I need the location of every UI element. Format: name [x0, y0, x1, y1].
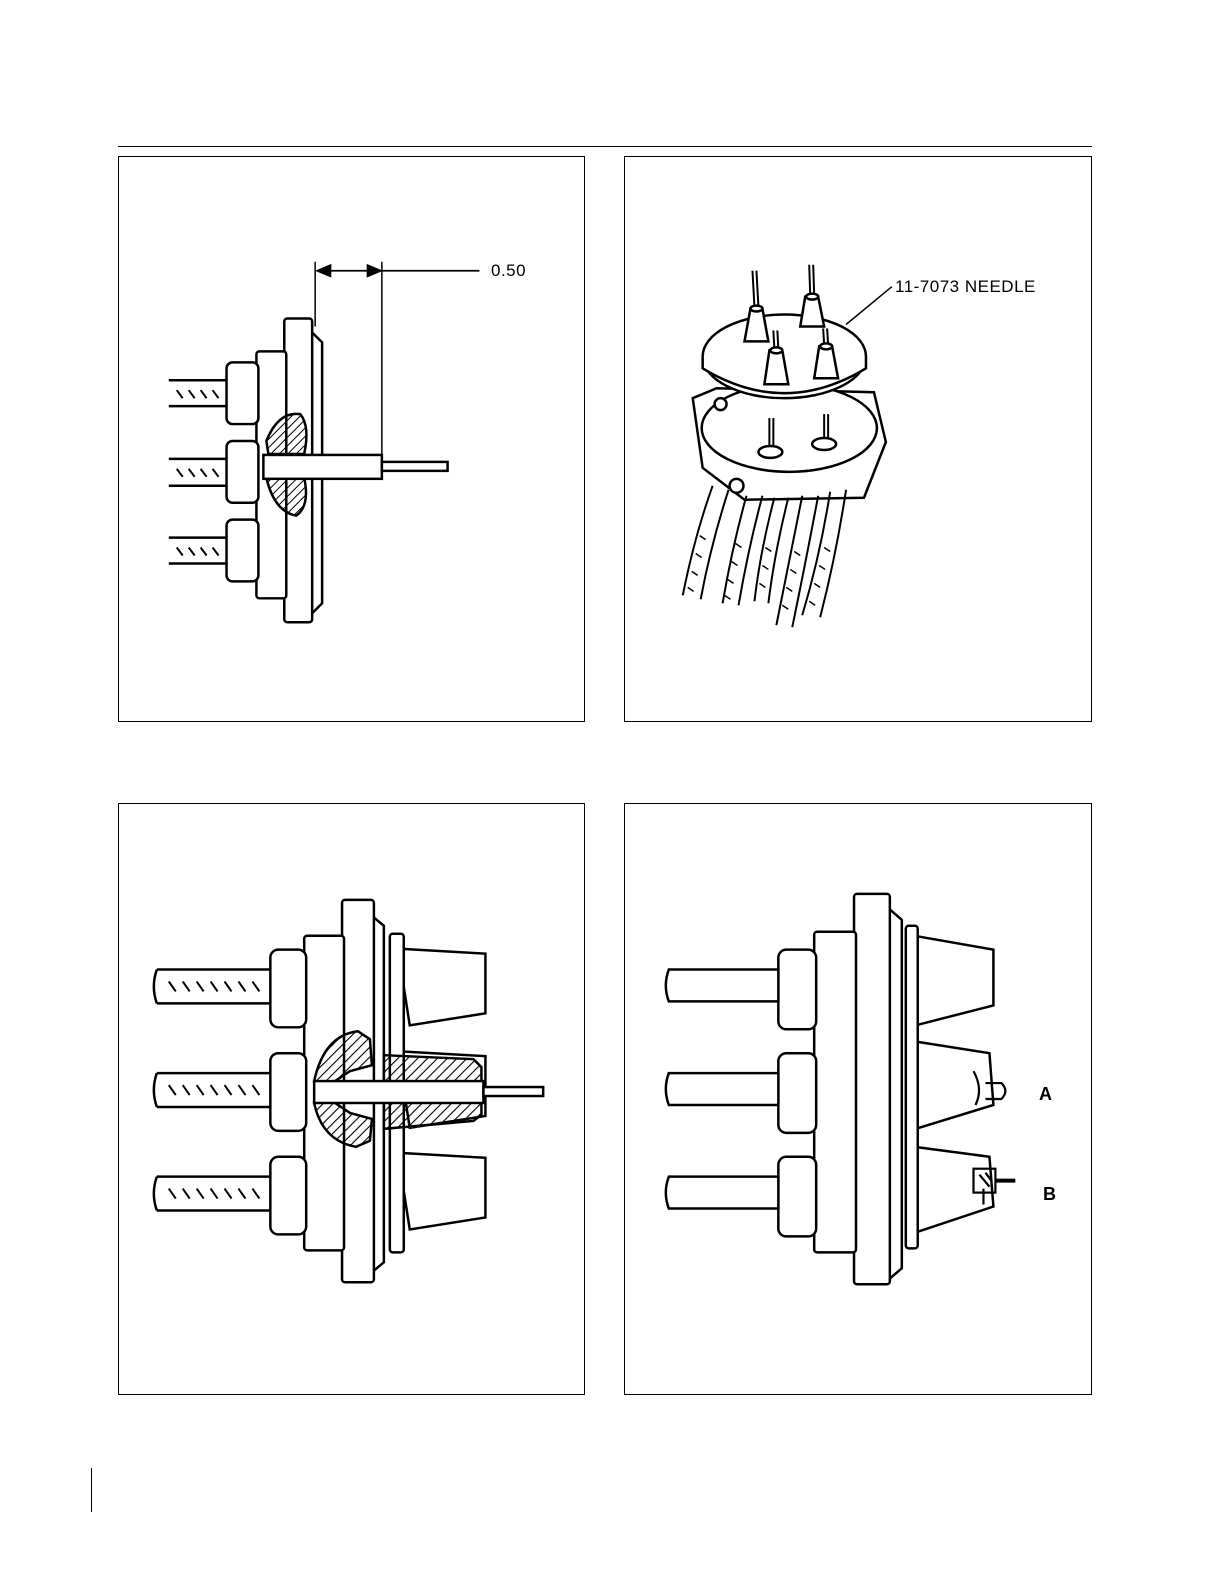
needle-callout-label: 11-7073 NEEDLE — [895, 277, 1036, 297]
needle-assembly-drawing — [625, 157, 1091, 721]
header-rule — [118, 146, 1092, 147]
figure-panel-dimension: 0.50 — [118, 156, 585, 722]
figure-panel-sealed: A B — [624, 803, 1092, 1395]
figure-panel-cross-section — [118, 803, 585, 1395]
label-b: B — [1043, 1184, 1056, 1205]
figure-panel-needle: 11-7073 NEEDLE — [624, 156, 1092, 722]
connector-cross-section-drawing — [119, 804, 584, 1394]
label-a: A — [1039, 1084, 1052, 1105]
dimension-label: 0.50 — [491, 261, 526, 281]
page-margin-bar — [91, 1468, 92, 1512]
connector-dimension-drawing — [119, 157, 584, 721]
connector-sealed-drawing — [625, 804, 1091, 1394]
